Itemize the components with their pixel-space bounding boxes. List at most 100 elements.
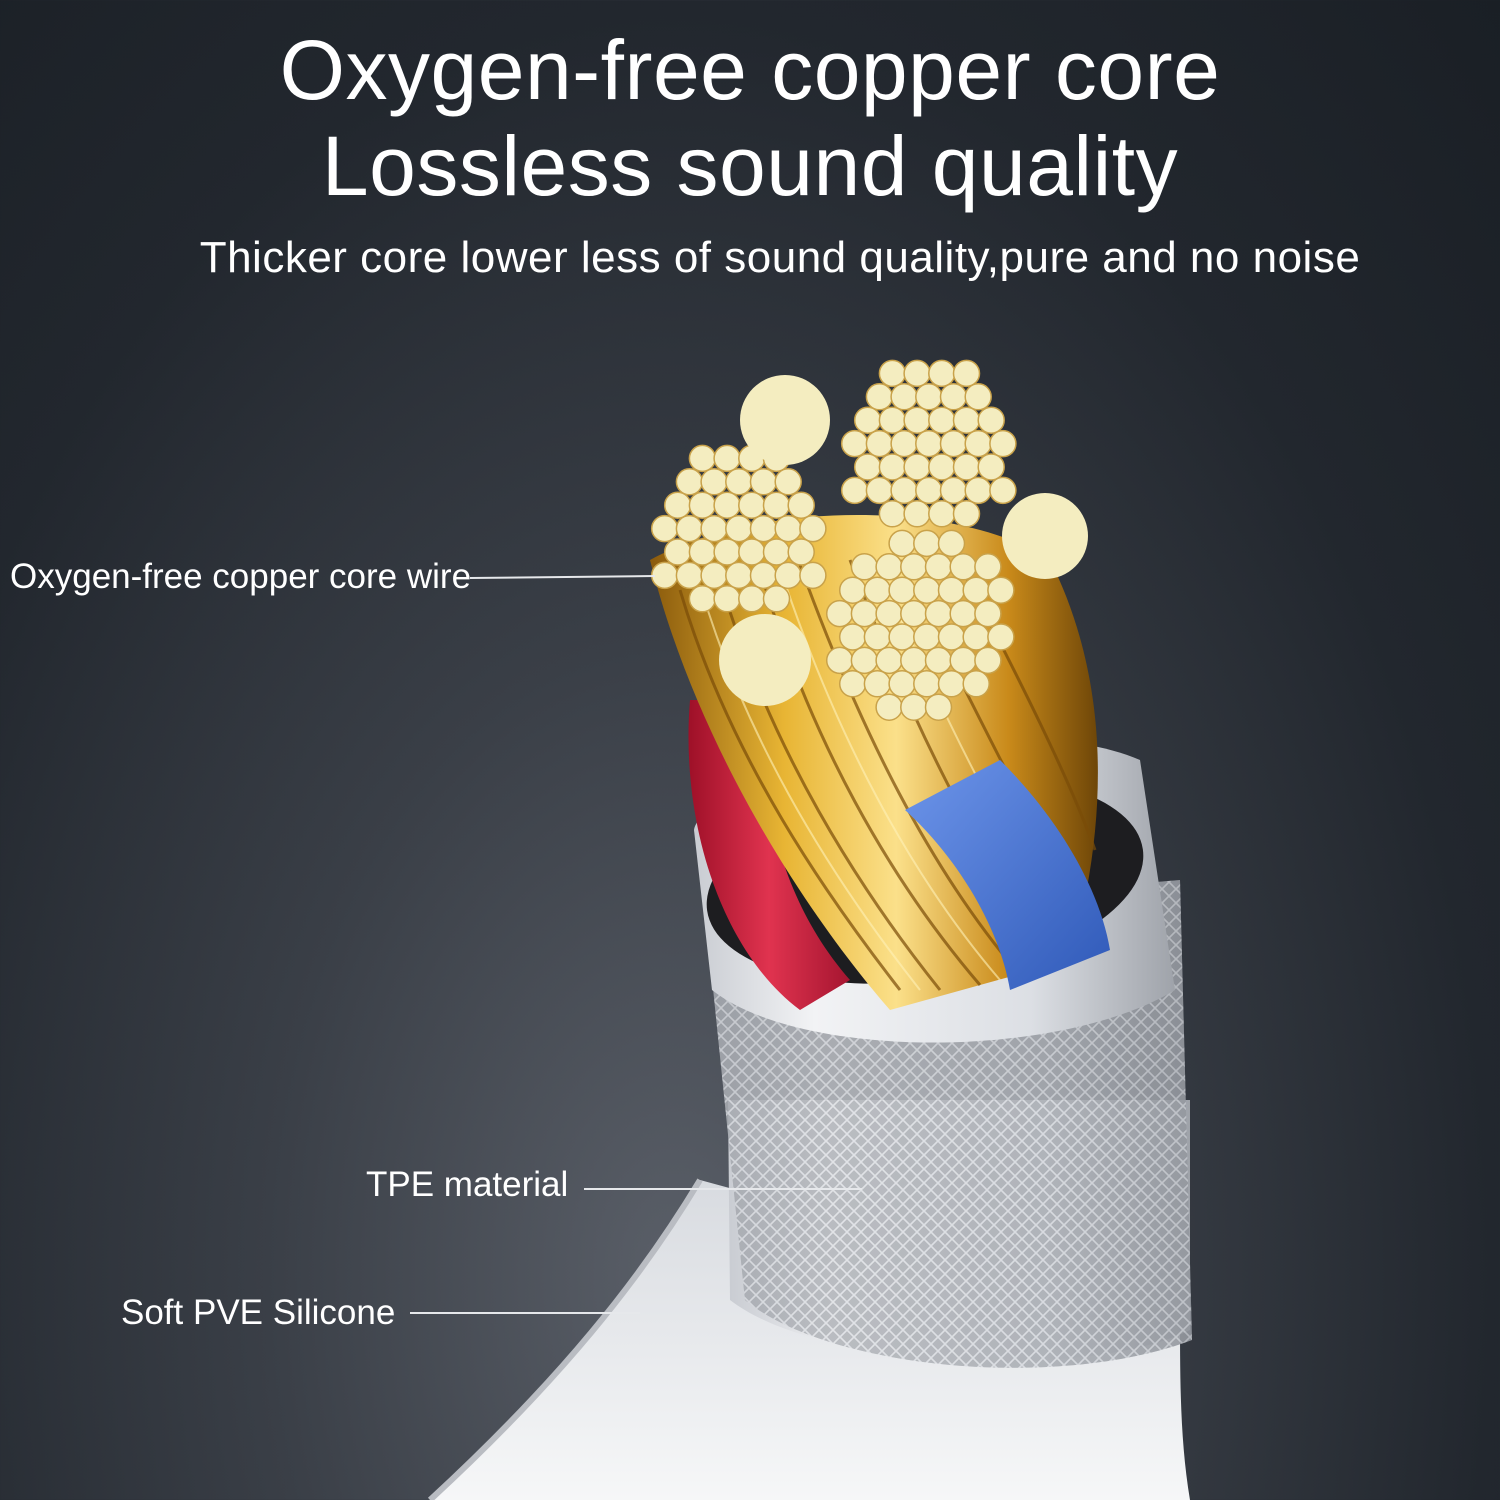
- cable-jacket-bend: [427, 1178, 1190, 1500]
- strand-tip: [749, 514, 778, 543]
- strand-tip: [688, 538, 717, 566]
- strand-tip: [888, 670, 916, 698]
- strand-tip: [939, 429, 968, 458]
- strand-tip: [974, 553, 1002, 581]
- strand-tip: [774, 561, 802, 590]
- strand-tip: [888, 529, 916, 558]
- strand-tip: [840, 429, 869, 458]
- strand-tip: [878, 406, 907, 434]
- strand-tip: [903, 453, 931, 481]
- strand-tip: [928, 500, 956, 528]
- strand-tip: [738, 538, 766, 566]
- strand-tip: [900, 599, 928, 628]
- strand-tip: [725, 468, 753, 496]
- strand-tip: [915, 429, 943, 458]
- strand-tip: [878, 500, 907, 528]
- strand-tip: [787, 538, 815, 566]
- strand-tip: [774, 468, 802, 496]
- strand-tip: [977, 406, 1005, 434]
- solid-conductor-tips: [719, 375, 1088, 706]
- strand-tip: [865, 383, 894, 411]
- strand-tip: [924, 646, 953, 675]
- strand-tip: [949, 646, 977, 675]
- strand-tip: [913, 529, 941, 558]
- strand-tip: [913, 670, 941, 698]
- callout-label-silicone: Soft PVE Silicone: [121, 1293, 396, 1332]
- strand-tip: [749, 468, 778, 496]
- strand-tip: [762, 585, 791, 613]
- strand-tip: [825, 646, 854, 675]
- strand-tip: [924, 553, 953, 581]
- strand-tip: [688, 585, 717, 613]
- strand-tip: [787, 491, 815, 519]
- strand-tip: [924, 693, 953, 721]
- strand-tip: [875, 646, 903, 675]
- strand-tip: [890, 383, 918, 411]
- strand-tip: [878, 453, 907, 481]
- red-wire: [688, 700, 850, 1010]
- strand-tip: [875, 693, 903, 721]
- strand-tip: [937, 670, 966, 698]
- strand-tip: [688, 491, 717, 519]
- strand-tip: [952, 406, 981, 434]
- strand-tip: [937, 529, 966, 558]
- strand-tip: [903, 406, 931, 434]
- strand-tip: [762, 491, 791, 519]
- strand-tip: [650, 561, 679, 590]
- strand-tip: [762, 538, 791, 566]
- headline-line-2: Lossless sound quality: [321, 119, 1179, 213]
- strand-tip: [903, 500, 931, 528]
- headline-subtitle: Thicker core lower less of sound quality…: [199, 233, 1361, 282]
- strand-tip: [928, 453, 956, 481]
- strand-tip: [850, 553, 879, 581]
- strand-tip: [924, 599, 953, 628]
- strand-tip: [675, 468, 704, 496]
- strand-tip: [863, 670, 892, 698]
- strand-tip: [774, 514, 802, 543]
- strand-tip: [964, 476, 992, 505]
- strand-tip: [939, 476, 968, 505]
- strand-tip: [700, 561, 728, 590]
- blue-wire: [905, 760, 1110, 990]
- strand-tip: [989, 429, 1017, 458]
- strand-tip: [937, 576, 966, 604]
- headline-line-1: Oxygen-free copper core: [279, 23, 1221, 117]
- strand-tip: [928, 406, 956, 434]
- strand-tip: [952, 500, 981, 528]
- strand-tip: [675, 514, 704, 543]
- strand-tip: [949, 553, 977, 581]
- strand-tip: [964, 429, 992, 458]
- strand-tip: [913, 623, 941, 651]
- strand-tip: [962, 623, 990, 651]
- strand-tip: [865, 476, 894, 505]
- strand-tip: [974, 599, 1002, 628]
- strand-tip: [974, 646, 1002, 675]
- strand-tip: [838, 623, 867, 651]
- strand-tip: [663, 491, 692, 519]
- strand-tip: [738, 491, 766, 519]
- strand-tip: [987, 623, 1015, 651]
- strand-tip: [838, 576, 867, 604]
- strand-tip: [900, 693, 928, 721]
- strand-tip: [964, 383, 992, 411]
- strand-tip: [840, 476, 869, 505]
- strand-tip: [838, 670, 867, 698]
- strand-tip: [977, 453, 1005, 481]
- strand-tip: [850, 646, 879, 675]
- strand-tip: [915, 476, 943, 505]
- strand-tip: [900, 646, 928, 675]
- strand-tip: [937, 623, 966, 651]
- strand-tip: [725, 514, 753, 543]
- strand-tip: [713, 585, 741, 613]
- strand-tip: [738, 585, 766, 613]
- strand-tip: [878, 359, 907, 388]
- strand-tip: [853, 406, 882, 434]
- strand-tip: [799, 561, 827, 590]
- strand-tip: [863, 576, 892, 604]
- strand-tip: [825, 599, 854, 628]
- strand-tip: [949, 599, 977, 628]
- strand-tip: [962, 576, 990, 604]
- strand-tip: [675, 561, 704, 590]
- strand-tip: [850, 599, 879, 628]
